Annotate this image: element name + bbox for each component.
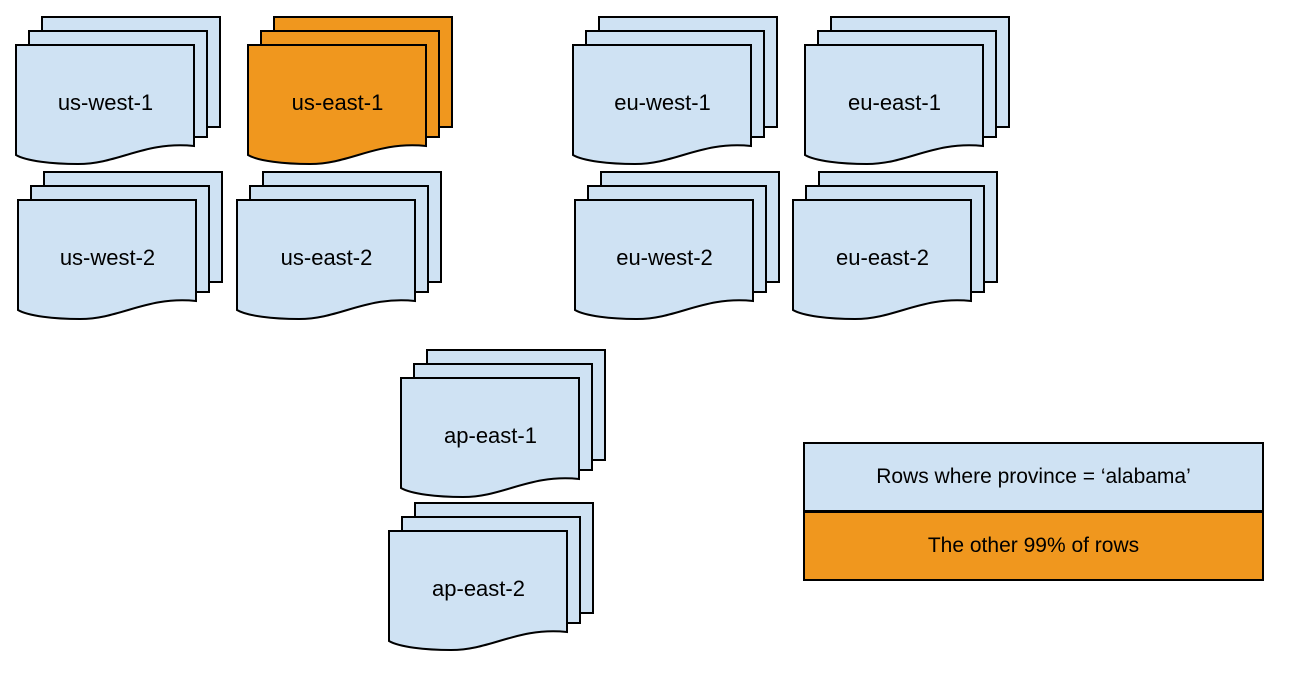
region-stack-eu-west-1: eu-west-1: [572, 16, 780, 168]
front-document-sheet: [388, 530, 568, 652]
region-label: us-west-2: [59, 245, 156, 270]
region-label: eu-west-2: [616, 245, 713, 270]
region-label: ap-east-2: [432, 576, 525, 601]
region-label: eu-east-2: [836, 245, 929, 270]
front-document-sheet: [574, 199, 754, 321]
region-stack-eu-east-2: eu-east-2: [792, 171, 1000, 323]
front-document-sheet: [792, 199, 972, 321]
document-stack-icon: [574, 171, 780, 321]
front-document-sheet: [804, 44, 984, 166]
region-stack-us-east-1: us-east-1: [247, 16, 455, 168]
region-stack-us-west-1: us-west-1: [15, 16, 223, 168]
document-stack-icon: [15, 16, 221, 166]
region-stack-us-west-2: us-west-2: [17, 171, 225, 323]
region-label: us-east-2: [280, 245, 373, 270]
front-document-sheet: [572, 44, 752, 166]
region-stack-ap-east-1: ap-east-1: [400, 349, 608, 501]
legend-row-other-rows: The other 99% of rows: [805, 510, 1262, 579]
document-stack-icon: [400, 349, 606, 499]
front-document-sheet: [17, 199, 197, 321]
front-document-sheet: [247, 44, 427, 166]
legend-label-other-rows: The other 99% of rows: [927, 534, 1140, 557]
region-stack-eu-west-2: eu-west-2: [574, 171, 782, 323]
region-label: ap-east-1: [444, 423, 537, 448]
region-stack-us-east-2: us-east-2: [236, 171, 444, 323]
front-document-sheet: [236, 199, 416, 321]
document-stack-icon: [804, 16, 1010, 166]
document-stack-icon: [792, 171, 998, 321]
legend: Rows where province = ‘alabama’ The othe…: [803, 442, 1264, 581]
document-stack-icon: [247, 16, 453, 166]
front-document-sheet: [400, 377, 580, 499]
region-label: us-east-1: [291, 90, 384, 115]
region-stack-eu-east-1: eu-east-1: [804, 16, 1012, 168]
legend-row-alabama-rows: Rows where province = ‘alabama’: [805, 444, 1262, 510]
region-stack-ap-east-2: ap-east-2: [388, 502, 596, 654]
document-stack-icon: [236, 171, 442, 321]
document-stack-icon: [388, 502, 594, 652]
front-document-sheet: [15, 44, 195, 166]
region-label: eu-east-1: [848, 90, 941, 115]
region-label: eu-west-1: [614, 90, 711, 115]
document-stack-icon: [17, 171, 223, 321]
region-label: us-west-1: [57, 90, 154, 115]
document-stack-icon: [572, 16, 778, 166]
legend-label-alabama-rows: Rows where province = ‘alabama’: [876, 465, 1191, 488]
